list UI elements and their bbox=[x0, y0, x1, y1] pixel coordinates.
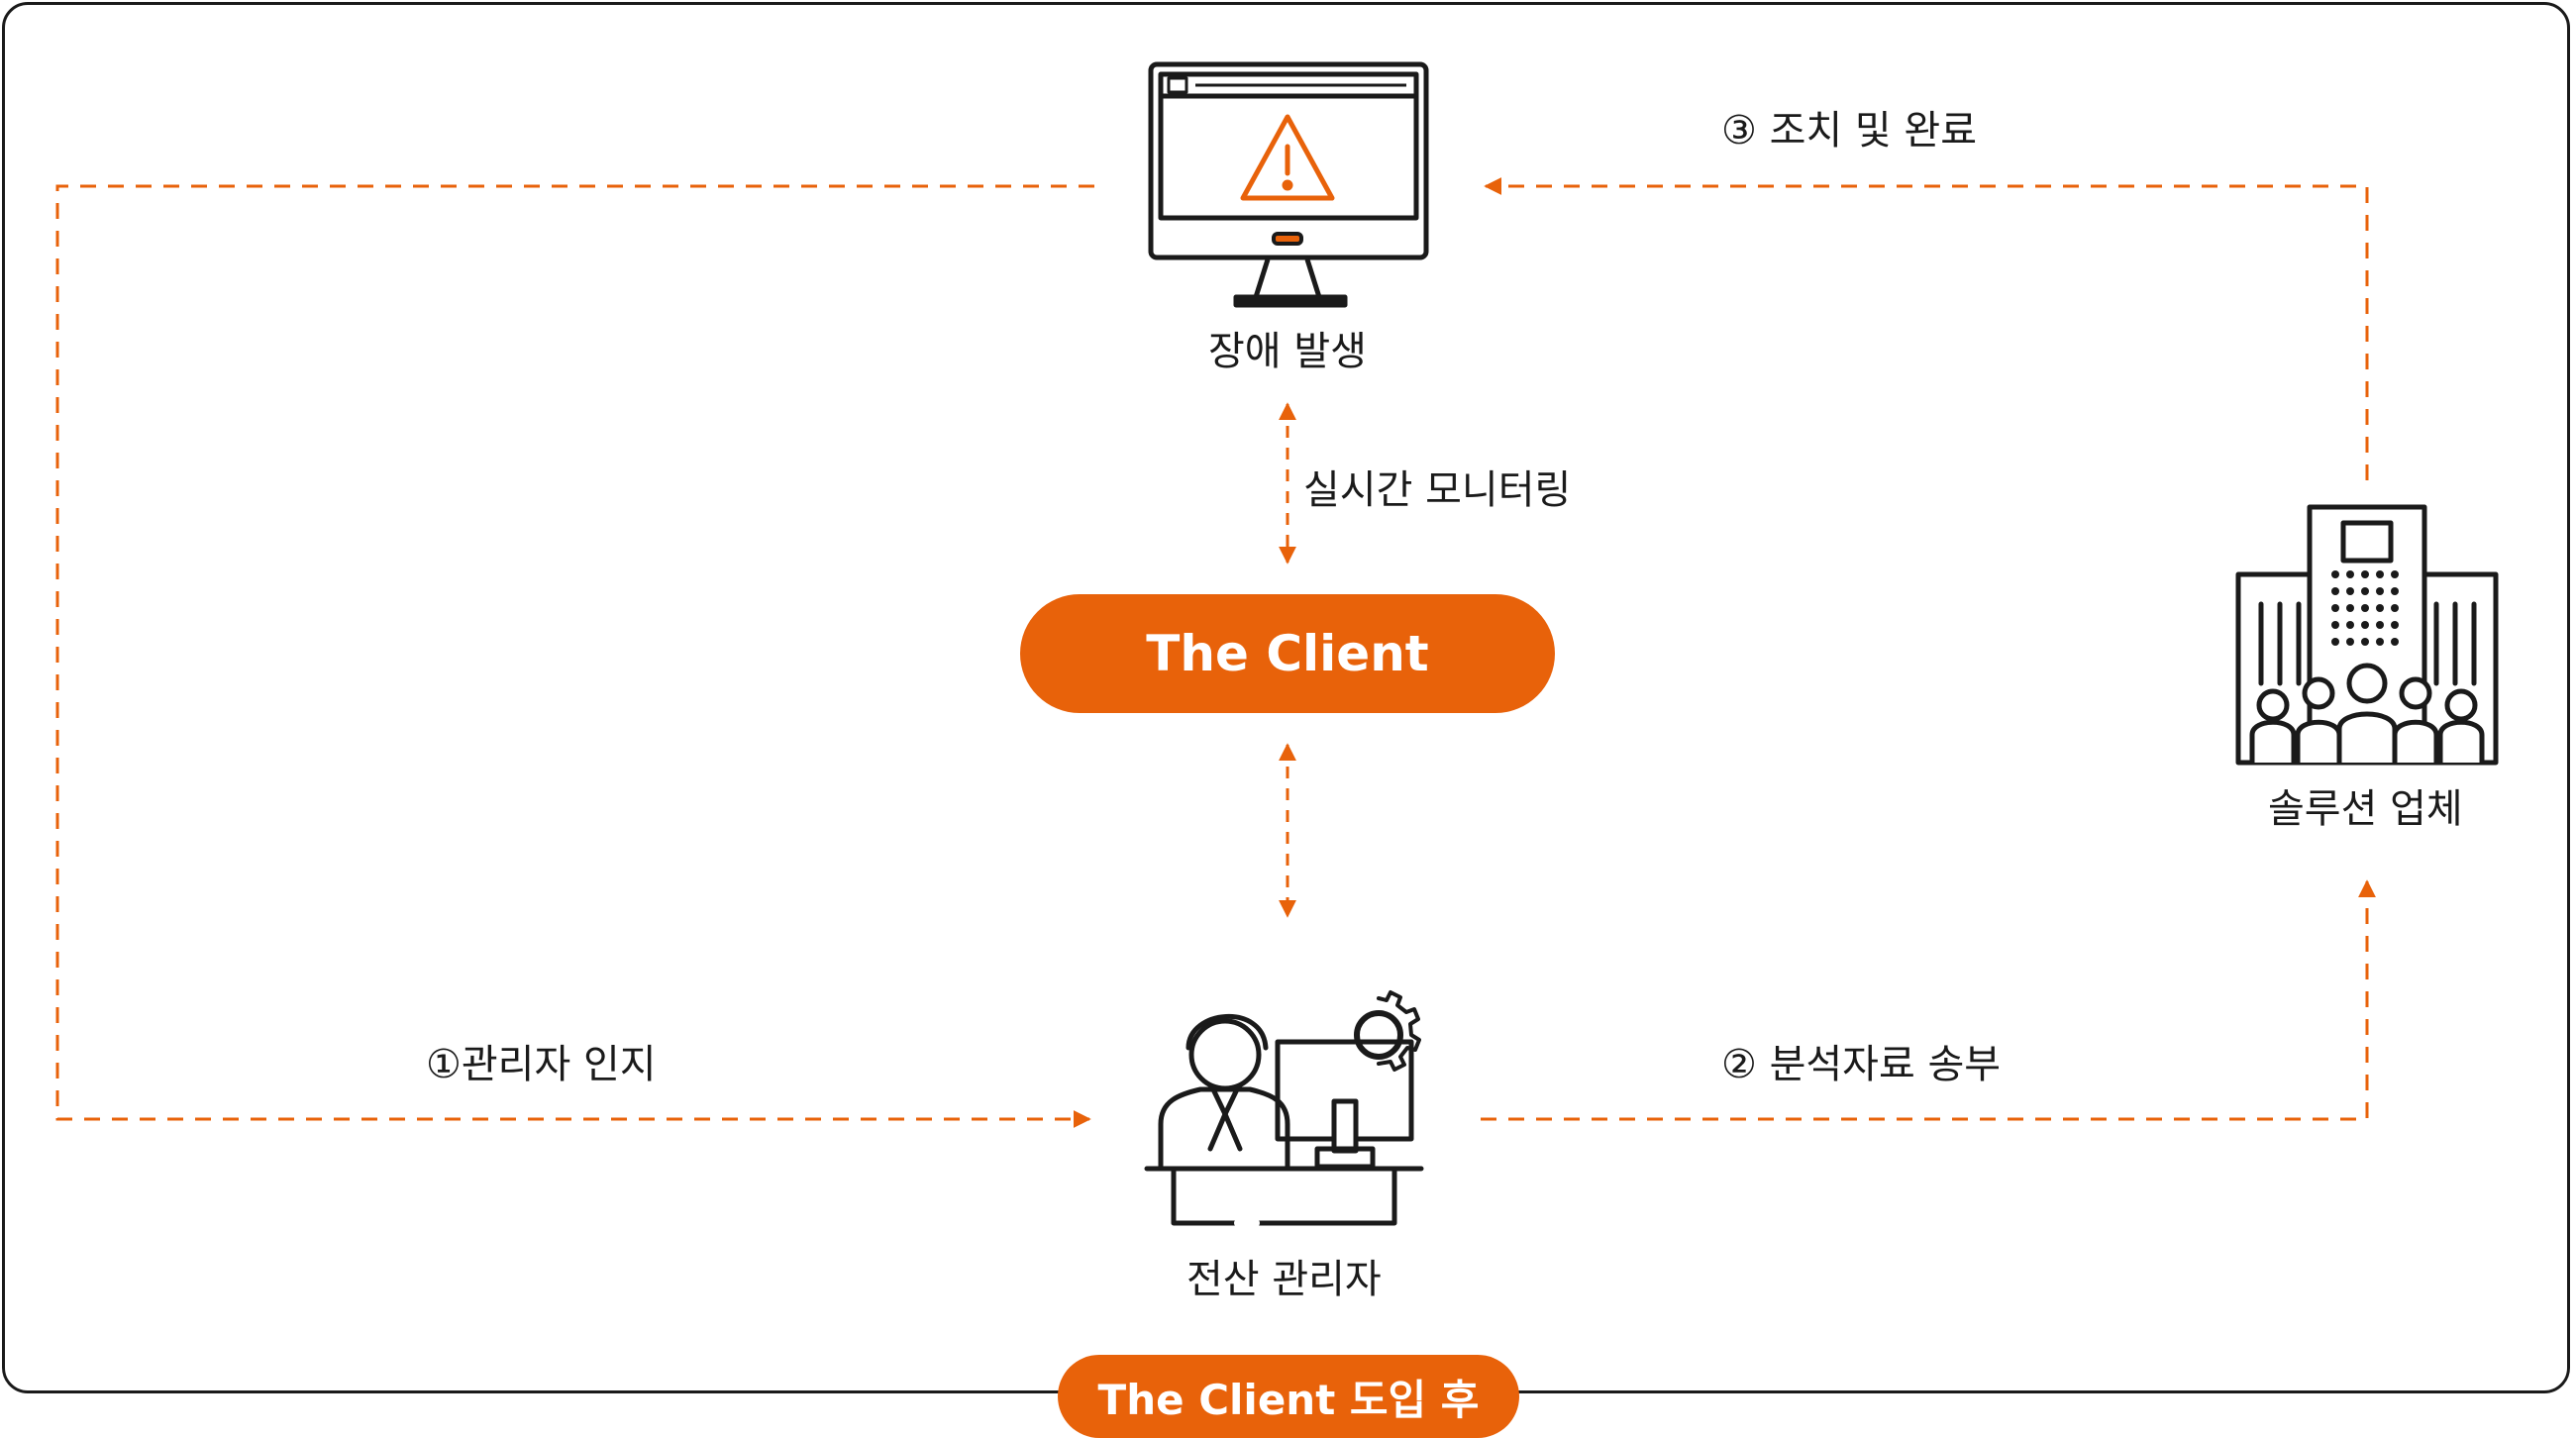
footer-badge-label: The Client 도입 후 bbox=[1097, 1375, 1480, 1424]
monitoring-label: 실시간 모니터링 bbox=[1303, 467, 1572, 513]
footer-badge: The Client 도입 후 bbox=[1058, 1355, 1519, 1438]
incident-label: 장애 발생 bbox=[1208, 329, 1367, 374]
admin-desk-icon bbox=[1144, 990, 1424, 1227]
the-client-badge: The Client bbox=[1020, 594, 1555, 713]
step2-label: ② 분석자료 송부 bbox=[1721, 1042, 2002, 1087]
step3-label: ③ 조치 및 완료 bbox=[1721, 108, 1978, 154]
company-building-icon bbox=[2235, 504, 2499, 766]
step1-label: ①관리자 인지 bbox=[426, 1042, 657, 1087]
admin-label: 전산 관리자 bbox=[1186, 1257, 1382, 1302]
arrow-step1 bbox=[55, 184, 1094, 1128]
arrow-step3 bbox=[1484, 177, 2369, 480]
the-client-label: The Client bbox=[1146, 625, 1429, 682]
vendor-label: 솔루션 업체 bbox=[2268, 786, 2463, 832]
monitor-warning-icon bbox=[1148, 61, 1429, 308]
